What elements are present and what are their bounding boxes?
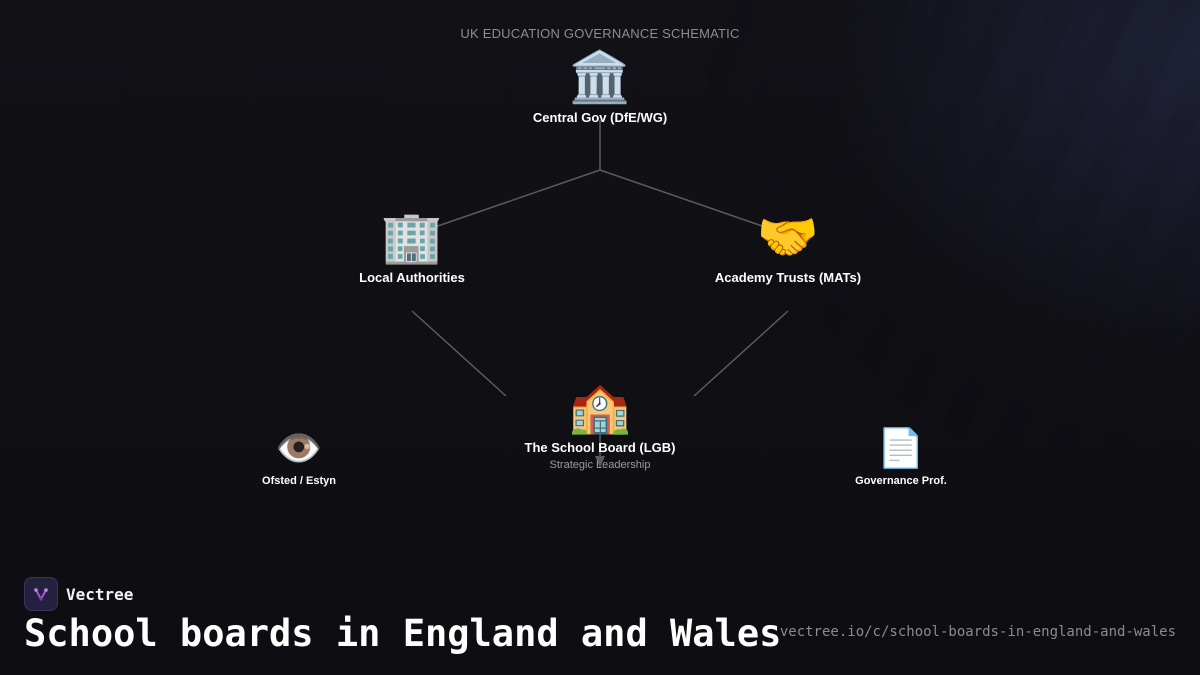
- node-local-authorities-label: Local Authorities: [359, 270, 465, 285]
- brand-name: Vectree: [66, 584, 134, 604]
- node-central-gov-label: Central Gov (DfE/WG): [532, 110, 668, 125]
- handshake-icon: 🤝: [756, 208, 820, 266]
- node-academy-trusts: 🤝 Academy Trusts (MATs): [715, 212, 861, 285]
- source-url[interactable]: vectree.io/c/school-boards-in-england-an…: [779, 624, 1176, 640]
- node-school-board: 🏫 The School Board (LGB) Strategic Leade…: [525, 382, 676, 471]
- brand: Vectree: [24, 577, 133, 611]
- connector-central-to-la: [431, 169, 601, 229]
- node-governance-prof-label: Governance Prof.: [855, 475, 947, 487]
- diagram-eyebrow-title: UK EDUCATION GOVERNANCE SCHEMATIC: [460, 26, 740, 41]
- background-rays: [680, 0, 1200, 520]
- node-school-board-label: The School Board (LGB): [524, 440, 676, 455]
- school-icon: 🏫: [568, 378, 632, 436]
- connector-central-to-mats: [599, 169, 769, 229]
- document-icon: 📄: [877, 426, 925, 470]
- node-local-authorities: 🏢 Local Authorities: [359, 212, 465, 285]
- government-building-icon: 🏛️: [568, 48, 632, 106]
- connector-mats-to-board: [693, 310, 789, 397]
- node-governance-prof: 📄 Governance Prof.: [855, 429, 947, 487]
- eye-icon: 👁️: [275, 426, 323, 470]
- node-central-gov: 🏛️ Central Gov (DfE/WG): [533, 52, 667, 125]
- node-academy-trusts-label: Academy Trusts (MATs): [714, 270, 862, 285]
- node-ofsted: 👁️ Ofsted / Estyn: [262, 429, 336, 487]
- node-ofsted-label: Ofsted / Estyn: [262, 475, 336, 487]
- page-title: School boards in England and Wales: [24, 612, 782, 655]
- office-building-icon: 🏢: [380, 208, 444, 266]
- node-school-board-sublabel: Strategic Leadership: [549, 459, 651, 471]
- vectree-logo-icon: [24, 577, 58, 611]
- connector-board-arrowhead: [595, 456, 605, 468]
- connector-la-to-board: [411, 310, 507, 397]
